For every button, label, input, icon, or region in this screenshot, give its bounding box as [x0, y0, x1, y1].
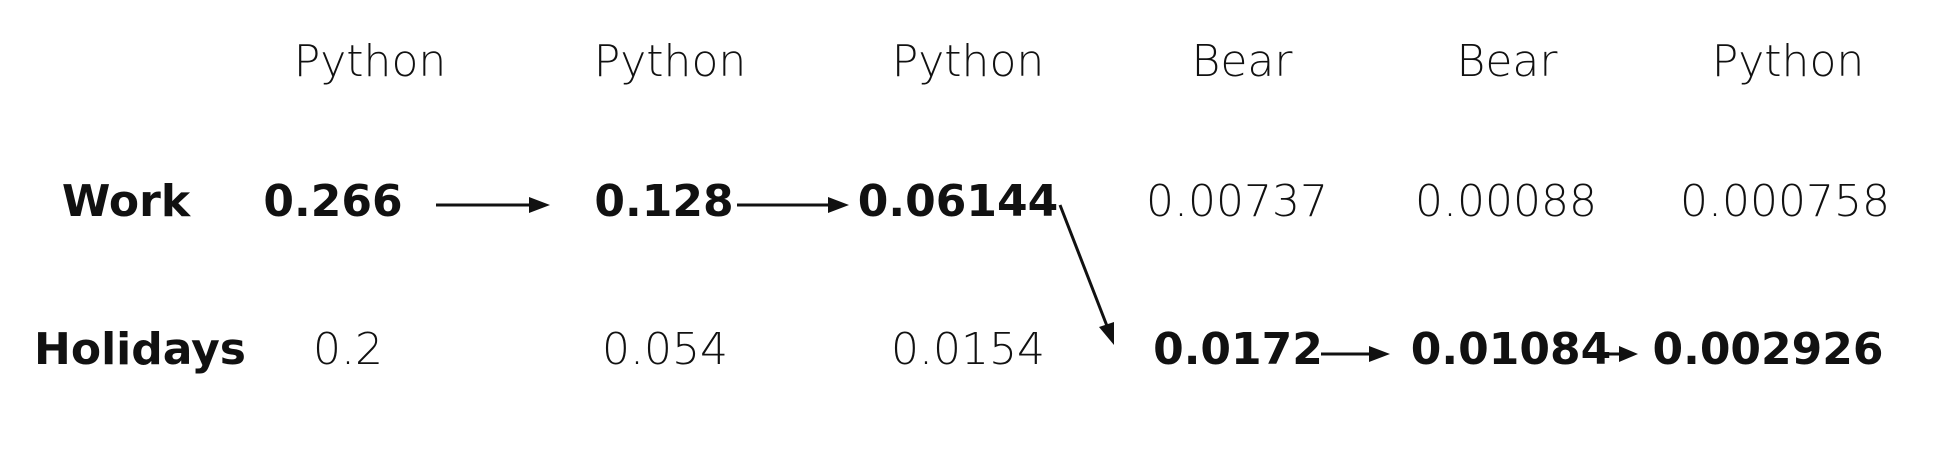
arrow-work-3-to-holidays-4 — [1058, 204, 1114, 345]
work-value-4: 0.00737 — [1146, 176, 1328, 227]
arrow-work-1-to-2 — [436, 197, 550, 213]
work-value-6: 0.000758 — [1680, 176, 1890, 227]
holidays-value-3: 0.0154 — [891, 324, 1045, 375]
column-header-2: Python — [593, 36, 747, 87]
arrow-holidays-4-to-5 — [1321, 346, 1390, 362]
column-header-4: Bear — [1191, 36, 1293, 87]
column-header-5: Bear — [1456, 36, 1558, 87]
row-label-work: Work — [61, 176, 191, 227]
column-header-6: Python — [1711, 36, 1865, 87]
holidays-value-1: 0.2 — [313, 324, 383, 375]
arrow-work-2-to-3 — [737, 197, 849, 213]
work-value-5: 0.00088 — [1415, 176, 1597, 227]
row-label-holidays: Holidays — [34, 324, 246, 375]
column-header-3: Python — [891, 36, 1045, 87]
work-value-3: 0.06144 — [857, 176, 1059, 227]
holidays-value-2: 0.054 — [602, 324, 728, 375]
holidays-value-4: 0.0172 — [1153, 324, 1323, 375]
column-header-1: Python — [293, 36, 447, 87]
holidays-value-5: 0.01084 — [1410, 324, 1612, 375]
arrow-holidays-5-to-6 — [1608, 346, 1638, 362]
work-value-1: 0.266 — [263, 176, 403, 227]
work-value-2: 0.128 — [594, 176, 734, 227]
holidays-value-6: 0.002926 — [1652, 324, 1884, 375]
